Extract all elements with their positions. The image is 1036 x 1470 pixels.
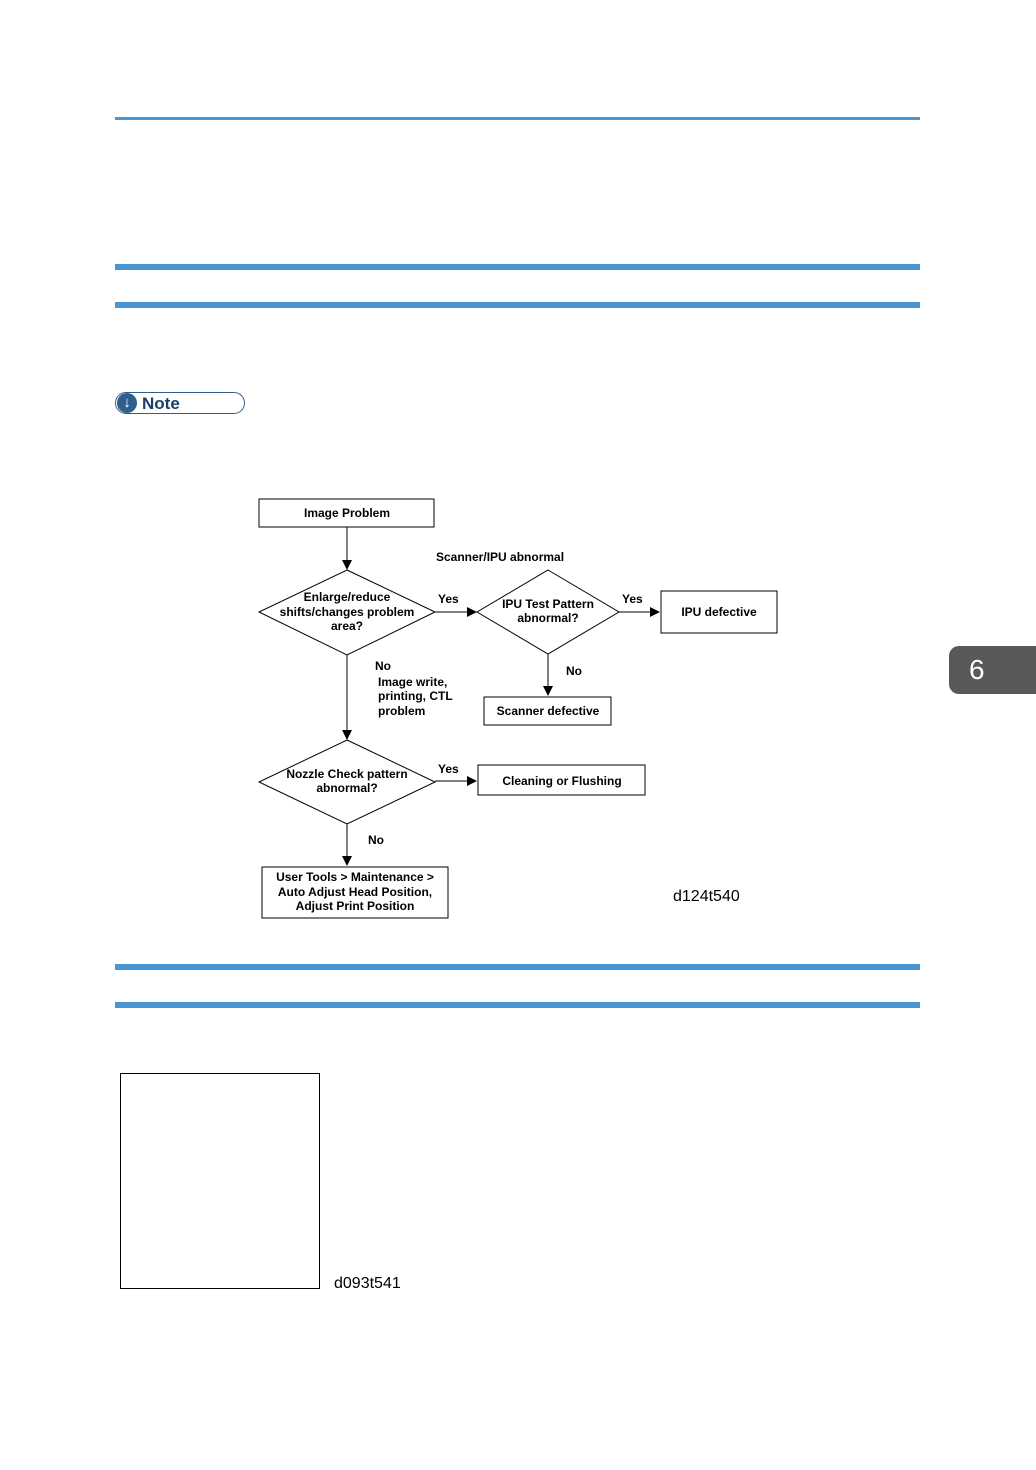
section-rule-2-bottom xyxy=(115,1002,920,1008)
edge-label-no-nozzle: No xyxy=(368,833,384,847)
section-rule-2-top xyxy=(115,964,920,970)
node-cleaning-line-1: Cleaning or Flushing xyxy=(502,774,621,788)
node-user-tools-line-1: User Tools > Maintenance > xyxy=(276,870,434,884)
section-rule-1-top xyxy=(115,264,920,270)
node-user-tools-line-2: Auto Adjust Head Position, xyxy=(278,885,432,899)
edge-label-yes-2: Yes xyxy=(622,592,643,606)
down-arrow-circle-icon: ↓ xyxy=(117,393,137,413)
node-scanner-defective xyxy=(483,696,612,726)
node-nozzle-line-1: Nozzle Check pattern xyxy=(286,767,407,781)
edge-label-yes-nozzle: Yes xyxy=(438,762,459,776)
note-badge: ↓ Note xyxy=(115,392,245,414)
node-ipu-defective-line-1: IPU defective xyxy=(681,605,757,619)
edge-label-scanner-ipu: Scanner/IPU abnormal xyxy=(436,550,564,564)
top-rule xyxy=(115,117,920,120)
node-nozzle-line-2: abnormal? xyxy=(316,781,377,795)
node-image-problem-line-1: Image Problem xyxy=(304,506,390,520)
node-enlarge-line-2: shifts/changes problem xyxy=(280,605,415,619)
figure-id-2: d093t541 xyxy=(334,1275,401,1292)
node-scanner-defective-line-1: Scanner defective xyxy=(497,704,600,718)
node-enlarge-line-1: Enlarge/reduce xyxy=(304,590,391,604)
node-enlarge-line-3: area? xyxy=(331,619,363,633)
figure-frame xyxy=(120,1073,320,1289)
node-image-problem xyxy=(258,498,435,528)
figure-id-flowchart: d124t540 xyxy=(673,888,740,905)
edge-label-image-write-2: printing, CTL xyxy=(378,689,453,703)
edge-label-yes-1: Yes xyxy=(438,592,459,606)
node-ipu-defective xyxy=(660,590,778,634)
note-label: Note xyxy=(142,394,180,413)
node-cleaning xyxy=(477,764,646,796)
node-ipu-line-2: abnormal? xyxy=(517,611,578,625)
node-user-tools-line-3: Adjust Print Position xyxy=(296,899,415,913)
edge-label-no-ipu: No xyxy=(566,664,582,678)
node-user-tools xyxy=(261,866,449,919)
edge-label-no-enlarge: No xyxy=(375,659,391,673)
edge-label-image-write-3: problem xyxy=(378,704,425,718)
edge-label-image-write-1: Image write, xyxy=(378,675,447,689)
node-ipu-line-1: IPU Test Pattern xyxy=(502,597,594,611)
chapter-tab[interactable]: 6 xyxy=(949,646,1036,694)
section-rule-1-bottom xyxy=(115,302,920,308)
